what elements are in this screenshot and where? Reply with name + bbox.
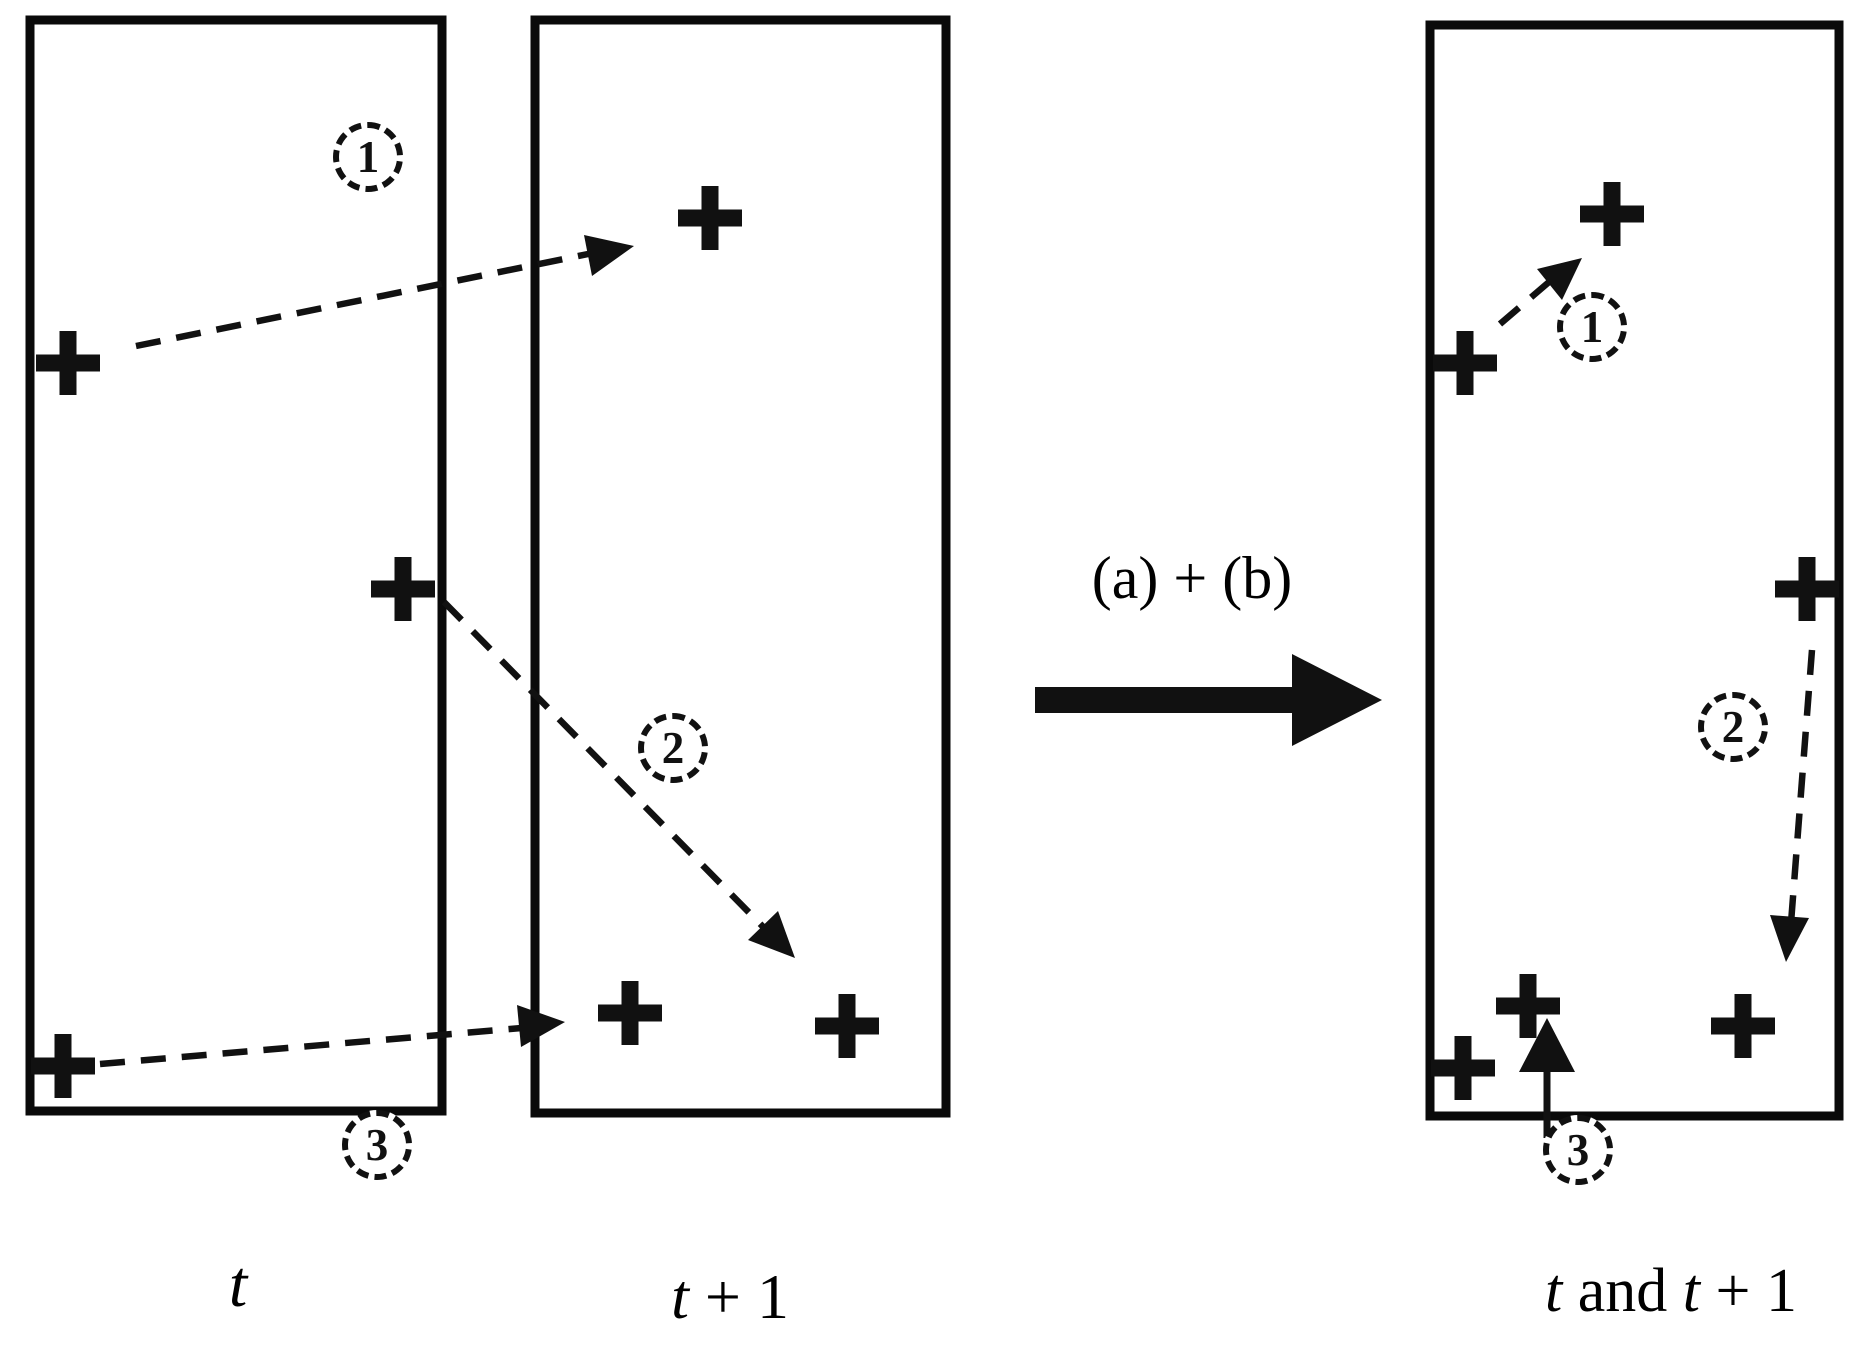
caption-overlay: t and t + 1 bbox=[1501, 1246, 1841, 1336]
centroid-marker-icon bbox=[1711, 994, 1775, 1058]
centroid-marker-icon bbox=[36, 331, 100, 395]
caption-overlay-mid: and bbox=[1562, 1257, 1683, 1325]
centroid-marker-icon bbox=[371, 557, 435, 621]
caption-time-t-plus-1: t + 1 bbox=[600, 1252, 860, 1342]
centroid-marker-icon bbox=[815, 994, 879, 1058]
step-badge-3: 3 bbox=[342, 1110, 412, 1180]
centroid-marker-icon bbox=[1580, 182, 1644, 246]
step-badge-1: 1 bbox=[333, 122, 403, 192]
centroid-marker-icon bbox=[1496, 974, 1560, 1038]
caption-overlay-rest: + 1 bbox=[1700, 1257, 1797, 1325]
overlay-step-badge-2: 2 bbox=[1698, 692, 1768, 762]
overlay-step-badge-3: 3 bbox=[1543, 1115, 1613, 1185]
centroid-marker-icon bbox=[1433, 331, 1497, 395]
match-arrowhead-1-icon bbox=[584, 235, 634, 276]
overlay-match-line-2 bbox=[1786, 649, 1816, 937]
caption-overlay-italic-2: t bbox=[1682, 1257, 1701, 1325]
overlay-match-arrowhead-2-icon bbox=[1770, 915, 1809, 962]
match-line-1 bbox=[135, 248, 599, 350]
centroid-marker-icon bbox=[1775, 557, 1839, 621]
centroid-marker-icon bbox=[31, 1034, 95, 1098]
transform-label: (a) + (b) bbox=[1091, 545, 1293, 611]
panel-t1-border bbox=[530, 15, 951, 1118]
caption-t1-italic-part: t bbox=[671, 1261, 689, 1332]
match-arrowhead-3-icon bbox=[517, 1005, 565, 1047]
panel-t-border bbox=[25, 15, 447, 1116]
transform-arrow-icon bbox=[1035, 654, 1382, 746]
centroid-marker-icon bbox=[678, 186, 742, 250]
panel-t1-group bbox=[530, 15, 951, 1118]
overlay-match-arrowhead-1-icon bbox=[1537, 258, 1582, 300]
centroid-marker-icon bbox=[598, 981, 662, 1045]
overlay-step-badge-1: 1 bbox=[1557, 292, 1627, 362]
centroid-marker-icon bbox=[1431, 1036, 1495, 1100]
caption-t1-rest-part: + 1 bbox=[688, 1261, 789, 1332]
panel-t-group bbox=[25, 15, 447, 1116]
overlay-match-arrowhead-3-icon bbox=[1519, 1018, 1575, 1072]
panel-overlay-group bbox=[1425, 20, 1844, 1121]
overlay-match-line-1 bbox=[1497, 273, 1559, 327]
caption-overlay-italic-1: t bbox=[1545, 1257, 1563, 1325]
step-badge-2: 2 bbox=[638, 713, 708, 783]
caption-time-t: t bbox=[228, 1248, 248, 1321]
match-line-3 bbox=[99, 1022, 546, 1068]
panel-overlay-border bbox=[1425, 20, 1844, 1121]
match-arrowhead-2-icon bbox=[748, 911, 795, 958]
